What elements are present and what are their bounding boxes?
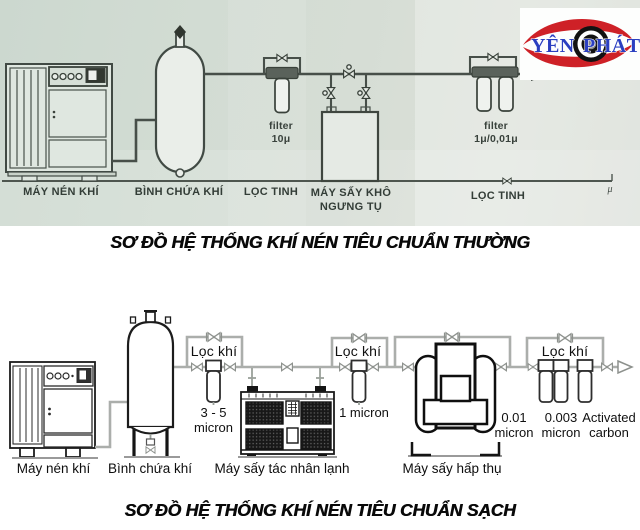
rating-filter3a-line1: 0.01 — [501, 410, 527, 425]
eye-top-arc-icon — [523, 18, 634, 45]
rating-filter1-line1: 3 - 5 — [200, 405, 227, 420]
label-adsorption-dryer: Máy sấy hấp thụ — [402, 461, 502, 476]
valve-icon — [224, 362, 236, 372]
note-filter1-word: filter — [269, 120, 293, 132]
label-refrigerated-dryer: Máy sấy tác nhân lạnh — [214, 461, 350, 476]
air-tank-top — [154, 25, 206, 178]
valve-icon — [276, 53, 288, 63]
label-tank-bottom: Bình chứa khí — [107, 461, 193, 476]
label-tank-top: BÌNH CHỨA KHÍ — [134, 186, 224, 198]
background-light-band-2 — [228, 0, 306, 226]
valve-icon — [445, 332, 459, 342]
note-filter2-word: filter — [484, 120, 508, 132]
drain-valve-icon — [145, 446, 156, 454]
label-filter-box3: Lọc khí — [541, 343, 589, 359]
rating-filter3b-line1: 0.003 — [544, 410, 578, 425]
rating-filter1: 3 - 5 micron — [186, 405, 241, 435]
air-tank-bottom — [124, 310, 180, 458]
rating-filter3a: 0.01 micron — [489, 410, 539, 440]
rating-filter3b-line2: micron — [541, 425, 581, 440]
valve-icon — [487, 52, 499, 62]
valve-icon — [343, 69, 355, 79]
main-pipe-valve-top — [343, 64, 355, 79]
title-diagram-top: SƠ ĐỒ HỆ THỐNG KHÍ NÉN TIÊU CHUẨN THƯỜNG — [110, 232, 530, 252]
valve-icon — [207, 332, 221, 342]
valve-icon — [502, 177, 512, 185]
label-filter-box1: Lọc khí — [190, 343, 238, 359]
valve-icon — [601, 362, 613, 372]
eye-pupil-icon — [583, 36, 599, 52]
final-filter-bank — [537, 359, 594, 403]
note-filter2-rating: 1μ/0,01μ — [474, 133, 518, 145]
flow-arrow-icon — [617, 359, 634, 375]
rating-filter3c-line2: carbon — [589, 425, 629, 440]
filter-3-5-micron — [205, 359, 222, 405]
compressor-bottom — [9, 361, 98, 459]
eye-bottom-arc-icon — [523, 43, 634, 68]
diagram-top-art — [2, 25, 613, 185]
rating-filter1-line2: micron — [193, 420, 233, 435]
valve-icon — [527, 363, 539, 371]
label-filter-box2: Lọc khí — [334, 343, 382, 359]
rating-filter3a-line2: micron — [494, 425, 534, 440]
label-dryer-top-line1: MÁY SẤY KHÔ — [310, 187, 392, 199]
valve-icon — [191, 362, 203, 372]
rating-filter3c: Activated carbon — [577, 410, 640, 440]
valve-icon — [361, 87, 371, 99]
valve-icon — [326, 87, 336, 99]
fine-filter-1-top — [262, 53, 302, 114]
title-diagram-bottom: SƠ ĐỒ HỆ THỐNG KHÍ NÉN TIÊU CHUẨN SẠCH — [124, 500, 516, 520]
diagram-bottom-art — [9, 310, 634, 459]
condensing-dryer-top — [320, 74, 380, 183]
refrigerated-dryer — [238, 386, 337, 458]
rating-filter2: 1 micron — [339, 405, 389, 420]
logo-text-yen: YÊN — [531, 33, 575, 57]
eye-ring-icon — [577, 30, 605, 58]
label-fine-filter-1: LỌC TINH — [243, 186, 299, 198]
safety-valve-icon — [174, 25, 186, 39]
compressor-top — [5, 63, 117, 182]
note-mu-mark: μ — [607, 184, 613, 195]
label-dryer-top-line2: NGƯNG TỤ — [319, 201, 383, 213]
valve-icon — [352, 333, 366, 343]
label-compressor-top: MÁY NÉN KHÍ — [23, 186, 99, 198]
logo-text-phat: PHÁT — [583, 34, 640, 57]
pipe-compressor-to-tank-top — [112, 118, 157, 163]
bypass-valves — [205, 331, 574, 344]
rating-filter3b: 0.003 micron — [536, 410, 586, 440]
rating-filter3c-line1: Activated — [582, 410, 636, 425]
note-filter1-rating: 10μ — [271, 133, 291, 145]
valve-icon — [495, 362, 507, 372]
valve-icon — [281, 362, 293, 372]
valve-icon — [339, 362, 351, 372]
pipe-compressor-to-tank-bottom — [95, 400, 129, 449]
label-fine-filter-2: LỌC TINH — [470, 190, 526, 202]
label-compressor-bottom: Máy nén khí — [16, 461, 91, 476]
label-dryer-top: MÁY SẤY KHÔ NGƯNG TỤ — [305, 186, 397, 214]
valve-icon — [367, 362, 379, 372]
yenphat-logo: YÊN PHÁT — [520, 8, 640, 80]
fine-filter-2-top — [468, 52, 519, 112]
valve-icon — [558, 333, 572, 343]
adsorption-dryer — [408, 342, 502, 457]
filter-1-micron — [350, 359, 368, 405]
valve-icon — [402, 362, 414, 372]
